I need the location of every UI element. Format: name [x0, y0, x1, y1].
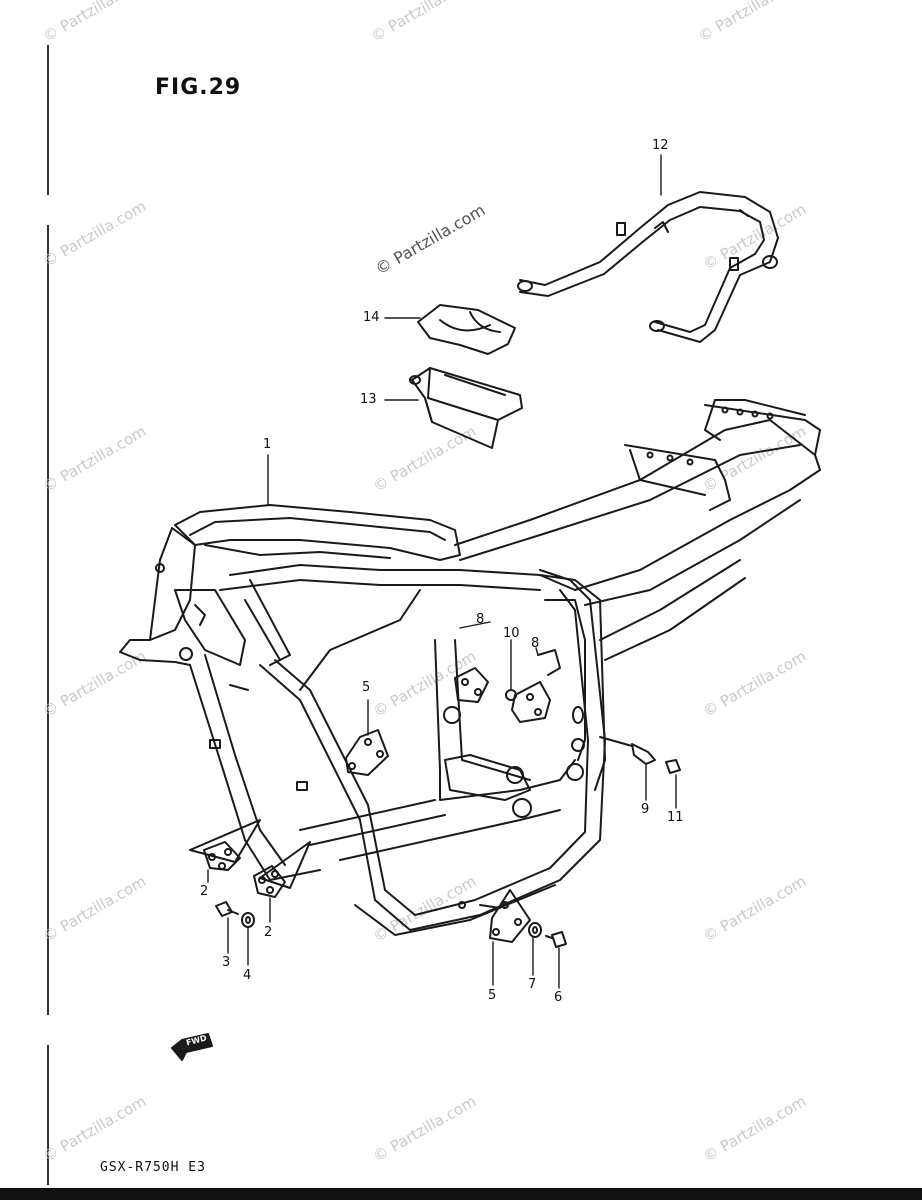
- bolt-part[interactable]: [599, 736, 656, 765]
- callout-label: 3: [222, 955, 231, 970]
- callout-label: 10: [503, 626, 520, 641]
- left-margin-rule: [47, 225, 49, 1015]
- left-margin-rule: [47, 45, 49, 195]
- tool-tray-part[interactable]: [409, 367, 523, 449]
- callout-label: 13: [360, 392, 377, 407]
- engine-bracket-part[interactable]: [454, 649, 561, 723]
- callout-label: 14: [363, 310, 380, 325]
- callout-label: 6: [554, 990, 563, 1005]
- callout-label: 1: [263, 437, 272, 452]
- callout-label: 2: [200, 884, 209, 899]
- seat-rail-part[interactable]: [517, 191, 779, 343]
- engine-bracket-part[interactable]: [479, 889, 531, 943]
- bottom-border: [0, 1188, 922, 1200]
- callout-label: 8: [531, 636, 540, 651]
- plug-part[interactable]: [665, 759, 681, 774]
- figure-title: FIG.29: [155, 75, 242, 100]
- callout-label: 5: [362, 680, 371, 695]
- callout-label: 4: [243, 968, 252, 983]
- engine-bracket-part[interactable]: [345, 729, 389, 776]
- callout-label: 11: [667, 810, 684, 825]
- callout-label: 7: [528, 977, 537, 992]
- washer-part[interactable]: [528, 922, 542, 938]
- callout-label: 5: [488, 988, 497, 1003]
- tool-pouch-part[interactable]: [417, 304, 516, 355]
- leader-lines: [207, 154, 677, 989]
- model-code: GSX-R750H E3: [100, 1160, 206, 1175]
- bolt-part[interactable]: [215, 901, 239, 917]
- left-margin-rule: [47, 1045, 49, 1185]
- main-frame-part[interactable]: [119, 399, 821, 936]
- callout-label: 12: [652, 138, 669, 153]
- mount-bracket-part[interactable]: [189, 819, 261, 871]
- washer-part[interactable]: [241, 912, 255, 928]
- forward-arrow-icon: [171, 1033, 213, 1061]
- mount-bracket-part[interactable]: [253, 841, 311, 898]
- bolt-part[interactable]: [545, 931, 567, 948]
- callout-label: 8: [476, 612, 485, 627]
- callout-label: 9: [641, 802, 650, 817]
- callout-label: 2: [264, 925, 273, 940]
